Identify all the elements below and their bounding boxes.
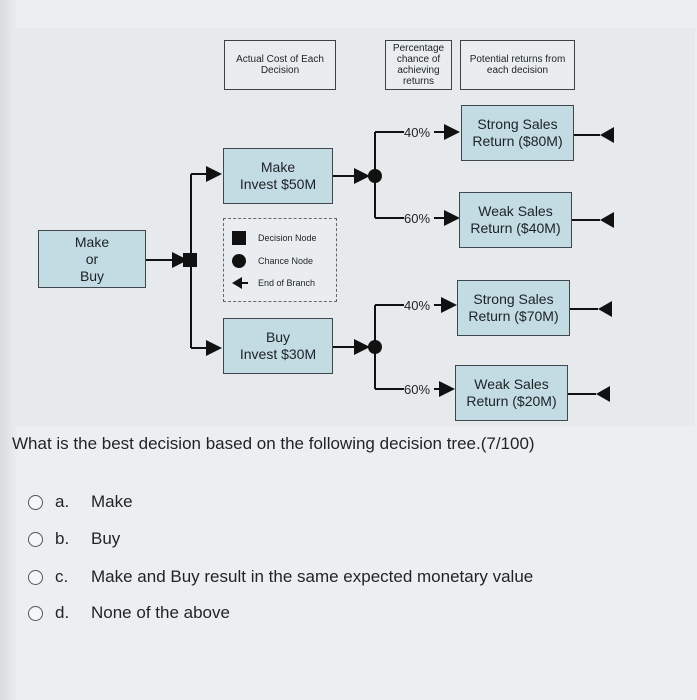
option-a-letter: a. <box>55 492 70 511</box>
header-percentage-chance: Percentage chance of achieving returns <box>385 40 452 90</box>
buy-label: Buy <box>265 329 291 345</box>
buy-node: Buy Invest $30M <box>223 318 333 374</box>
make-label: Make <box>260 159 296 175</box>
outcome-4-line-2: Return ($20M) <box>466 393 557 409</box>
legend-chance: Chance Node <box>230 254 313 268</box>
header-actual-cost: Actual Cost of Each Decision <box>224 40 336 90</box>
radio-a[interactable] <box>28 494 43 510</box>
outcome-2-line-1: Weak Sales <box>478 203 553 219</box>
option-b-letter: b. <box>55 529 70 548</box>
root-line-2: or <box>85 250 99 267</box>
diagram-panel <box>12 28 695 426</box>
legend-decision-text: Decision Node <box>258 233 317 243</box>
option-c-letter: c. <box>55 567 69 586</box>
legend-end-text: End of Branch <box>258 278 316 288</box>
buy-invest: Invest $30M <box>239 346 317 362</box>
end-branch-1 <box>600 127 614 143</box>
chance-node-make <box>368 169 382 183</box>
radio-d[interactable] <box>28 605 43 621</box>
outcome-1-line-1: Strong Sales <box>477 116 558 132</box>
make-node: Make Invest $50M <box>223 148 333 204</box>
pct-buy-weak: 60% <box>404 382 431 397</box>
pct-buy-strong: 40% <box>404 298 431 313</box>
decision-node-square <box>183 253 197 267</box>
header-potential-returns: Potential returns from each decision <box>460 40 575 90</box>
header-potential-returns-text: Potential returns from each decision <box>469 54 566 76</box>
option-d[interactable]: d. None of the above <box>28 603 230 623</box>
pct-make-weak: 60% <box>404 211 431 226</box>
option-c[interactable]: c. Make and Buy result in the same expec… <box>28 567 533 587</box>
legend-decision: Decision Node <box>230 231 317 245</box>
option-b[interactable]: b. Buy <box>28 529 120 549</box>
outcome-make-weak: Weak Sales Return ($40M) <box>459 192 572 248</box>
root-line-3: Buy <box>79 267 105 284</box>
outcome-3-line-1: Strong Sales <box>473 291 554 307</box>
make-invest: Invest $50M <box>239 176 317 192</box>
legend-chance-text: Chance Node <box>258 256 314 266</box>
outcome-4-line-1: Weak Sales <box>474 376 549 392</box>
header-actual-cost-text: Actual Cost of Each Decision <box>236 54 324 76</box>
chance-node-buy <box>368 340 382 354</box>
option-a-text: Make <box>91 492 133 511</box>
square-icon <box>232 231 246 245</box>
outcome-1-line-2: Return ($80M) <box>472 133 563 149</box>
legend: Decision Node Chance Node End of Branch <box>223 218 337 302</box>
option-c-text: Make and Buy result in the same expected… <box>91 567 534 586</box>
end-branch-3 <box>598 301 612 317</box>
radio-c[interactable] <box>28 569 43 585</box>
outcome-buy-strong: Strong Sales Return ($70M) <box>457 280 570 336</box>
question-text: What is the best decision based on the f… <box>12 434 535 453</box>
option-d-text: None of the above <box>91 603 230 622</box>
option-a[interactable]: a. Make <box>28 492 133 512</box>
pct-make-strong: 40% <box>404 125 431 140</box>
outcome-make-strong: Strong Sales Return ($80M) <box>461 105 574 161</box>
header-percentage-chance-text: Percentage chance of achieving returns <box>392 43 445 87</box>
radio-b[interactable] <box>28 531 43 547</box>
end-branch-icon <box>232 277 248 289</box>
outcome-buy-weak: Weak Sales Return ($20M) <box>455 365 568 421</box>
circle-icon <box>232 254 246 268</box>
option-d-letter: d. <box>55 603 70 622</box>
option-b-text: Buy <box>91 529 121 548</box>
outcome-3-line-2: Return ($70M) <box>468 308 559 324</box>
end-branch-4 <box>596 386 610 402</box>
end-branch-2 <box>600 212 614 228</box>
outcome-2-line-2: Return ($40M) <box>470 220 561 236</box>
root-line-1: Make <box>74 233 110 250</box>
root-node-make-or-buy: Make or Buy <box>38 230 146 288</box>
legend-end: End of Branch <box>230 276 315 290</box>
